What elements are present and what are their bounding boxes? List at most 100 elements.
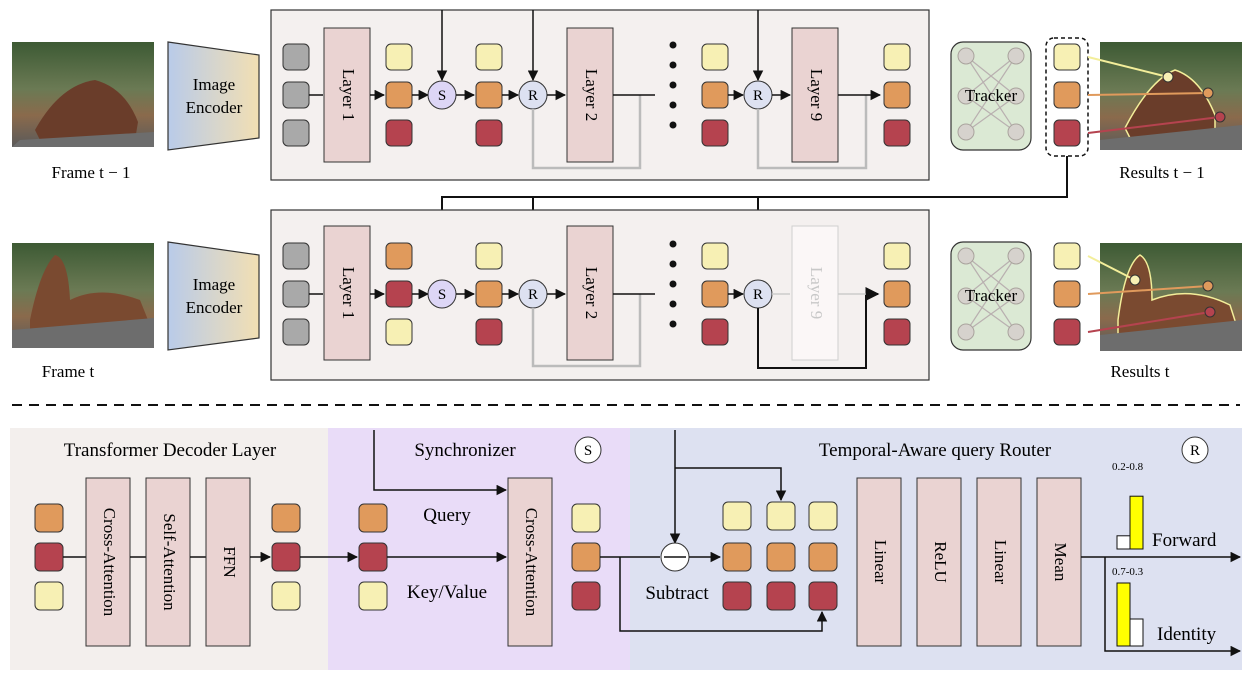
forward-bar-high — [1129, 495, 1144, 550]
layer-2-label: Layer 2 — [582, 69, 601, 121]
tracker-prev: Tracker — [950, 41, 1032, 151]
router-panel: Temporal-Aware query Router R Subtract L… — [600, 430, 1242, 657]
query-orange — [475, 280, 503, 308]
query-red — [701, 318, 729, 346]
layer-9-label: Layer 9 — [807, 267, 826, 319]
query-orange — [883, 280, 911, 308]
query-orange — [571, 542, 601, 572]
router-badge — [1181, 436, 1209, 464]
layer-2-label: Layer 2 — [582, 267, 601, 319]
query-orange — [808, 542, 838, 572]
query-red — [475, 318, 503, 346]
subtract-label: Subtract — [645, 583, 709, 604]
query-yellow — [701, 43, 729, 71]
relu-label: ReLU — [931, 541, 950, 583]
layer-2-prev — [566, 27, 614, 163]
query-yellow — [883, 242, 911, 270]
identity-label: Identity — [1157, 624, 1217, 645]
forward-prob-chart: 0.2-0.8 Forward — [1112, 461, 1217, 551]
query-yellow — [571, 503, 601, 533]
query-yellow — [358, 581, 388, 611]
ellipsis-dots — [669, 41, 677, 129]
sync-node-label: S — [438, 88, 446, 104]
query-gray — [282, 318, 310, 346]
encoder-label-1: Image — [193, 275, 235, 294]
query-yellow — [385, 318, 413, 346]
sync-cross-attention-block — [507, 477, 553, 647]
frame-cur-caption: Frame t — [42, 362, 95, 381]
forward-bar-low — [1116, 535, 1131, 550]
tracker-label: Tracker — [965, 286, 1018, 305]
router-node-label: R — [753, 88, 763, 104]
query-red — [883, 119, 911, 147]
linear-block-1 — [856, 477, 902, 647]
query-yellow — [475, 242, 503, 270]
self-attention-label: Self-Attention — [160, 513, 179, 611]
identity-bar-low — [1129, 618, 1144, 647]
query-orange — [34, 503, 64, 533]
query-gray — [282, 280, 310, 308]
query-orange — [385, 242, 413, 270]
query-red — [1053, 318, 1081, 346]
query-gray — [282, 242, 310, 270]
query-red — [385, 280, 413, 308]
query-orange — [722, 542, 752, 572]
router-badge-label: R — [1190, 443, 1200, 459]
router-node-label: R — [753, 287, 763, 303]
identity-prob-label: 0.7-0.3 — [1112, 566, 1144, 578]
router-node-label: R — [528, 88, 538, 104]
frame-prev-caption: Frame t − 1 — [52, 163, 131, 182]
query-gray — [282, 43, 310, 71]
results-cur-caption: Results t — [1110, 362, 1169, 381]
query-yellow — [722, 501, 752, 531]
ffn-label: FFN — [220, 546, 239, 577]
encoder-label-2: Encoder — [186, 298, 243, 317]
query-red — [358, 542, 388, 572]
query-orange — [1053, 280, 1081, 308]
query-orange — [883, 81, 911, 109]
query-red — [271, 542, 301, 572]
query-yellow — [385, 43, 413, 71]
forward-prob-label: 0.2-0.8 — [1112, 461, 1144, 473]
query-label: Query — [423, 505, 471, 526]
layer-1-label: Layer 1 — [339, 267, 358, 319]
query-yellow — [1053, 43, 1081, 71]
query-orange — [1053, 81, 1081, 109]
sync-node-label: S — [438, 287, 446, 303]
query-red — [701, 119, 729, 147]
self-attention-block — [145, 477, 191, 647]
synchronizer-panel: Synchronizer S Query Key/Value Cross-Att… — [300, 430, 602, 647]
query-orange — [358, 503, 388, 533]
frame-prev-image — [12, 42, 154, 147]
encoder-label-2: Encoder — [186, 98, 243, 117]
sync-cross-attention-label: Cross-Attention — [522, 508, 541, 617]
query-red — [883, 318, 911, 346]
mean-block — [1036, 477, 1082, 647]
router-node-label: R — [528, 287, 538, 303]
query-orange — [766, 542, 796, 572]
sync-badge-label: S — [584, 443, 592, 459]
query-gray — [282, 119, 310, 147]
layer-9-cur-skipped — [791, 225, 839, 361]
linear-label-2: Linear — [991, 540, 1010, 585]
decoder-layer-panel: Transformer Decoder Layer Cross-Attentio… — [34, 440, 301, 647]
query-yellow — [271, 581, 301, 611]
layer-2-cur — [566, 225, 614, 361]
query-red — [571, 581, 601, 611]
mean-label: Mean — [1051, 543, 1070, 582]
query-red — [722, 581, 752, 611]
results-prev-caption: Results t − 1 — [1119, 163, 1205, 182]
query-orange — [271, 503, 301, 533]
encoder-label-1: Image — [193, 75, 235, 94]
query-yellow — [34, 581, 64, 611]
results-cur-image — [1087, 243, 1242, 351]
decoder-panel-title: Transformer Decoder Layer — [64, 440, 277, 461]
sync-panel-title: Synchronizer — [414, 440, 516, 461]
query-yellow — [766, 501, 796, 531]
ellipsis-dots — [669, 240, 677, 328]
query-red — [766, 581, 796, 611]
frame-cur-image — [12, 243, 154, 348]
query-gray — [282, 81, 310, 109]
query-red — [1053, 119, 1081, 147]
